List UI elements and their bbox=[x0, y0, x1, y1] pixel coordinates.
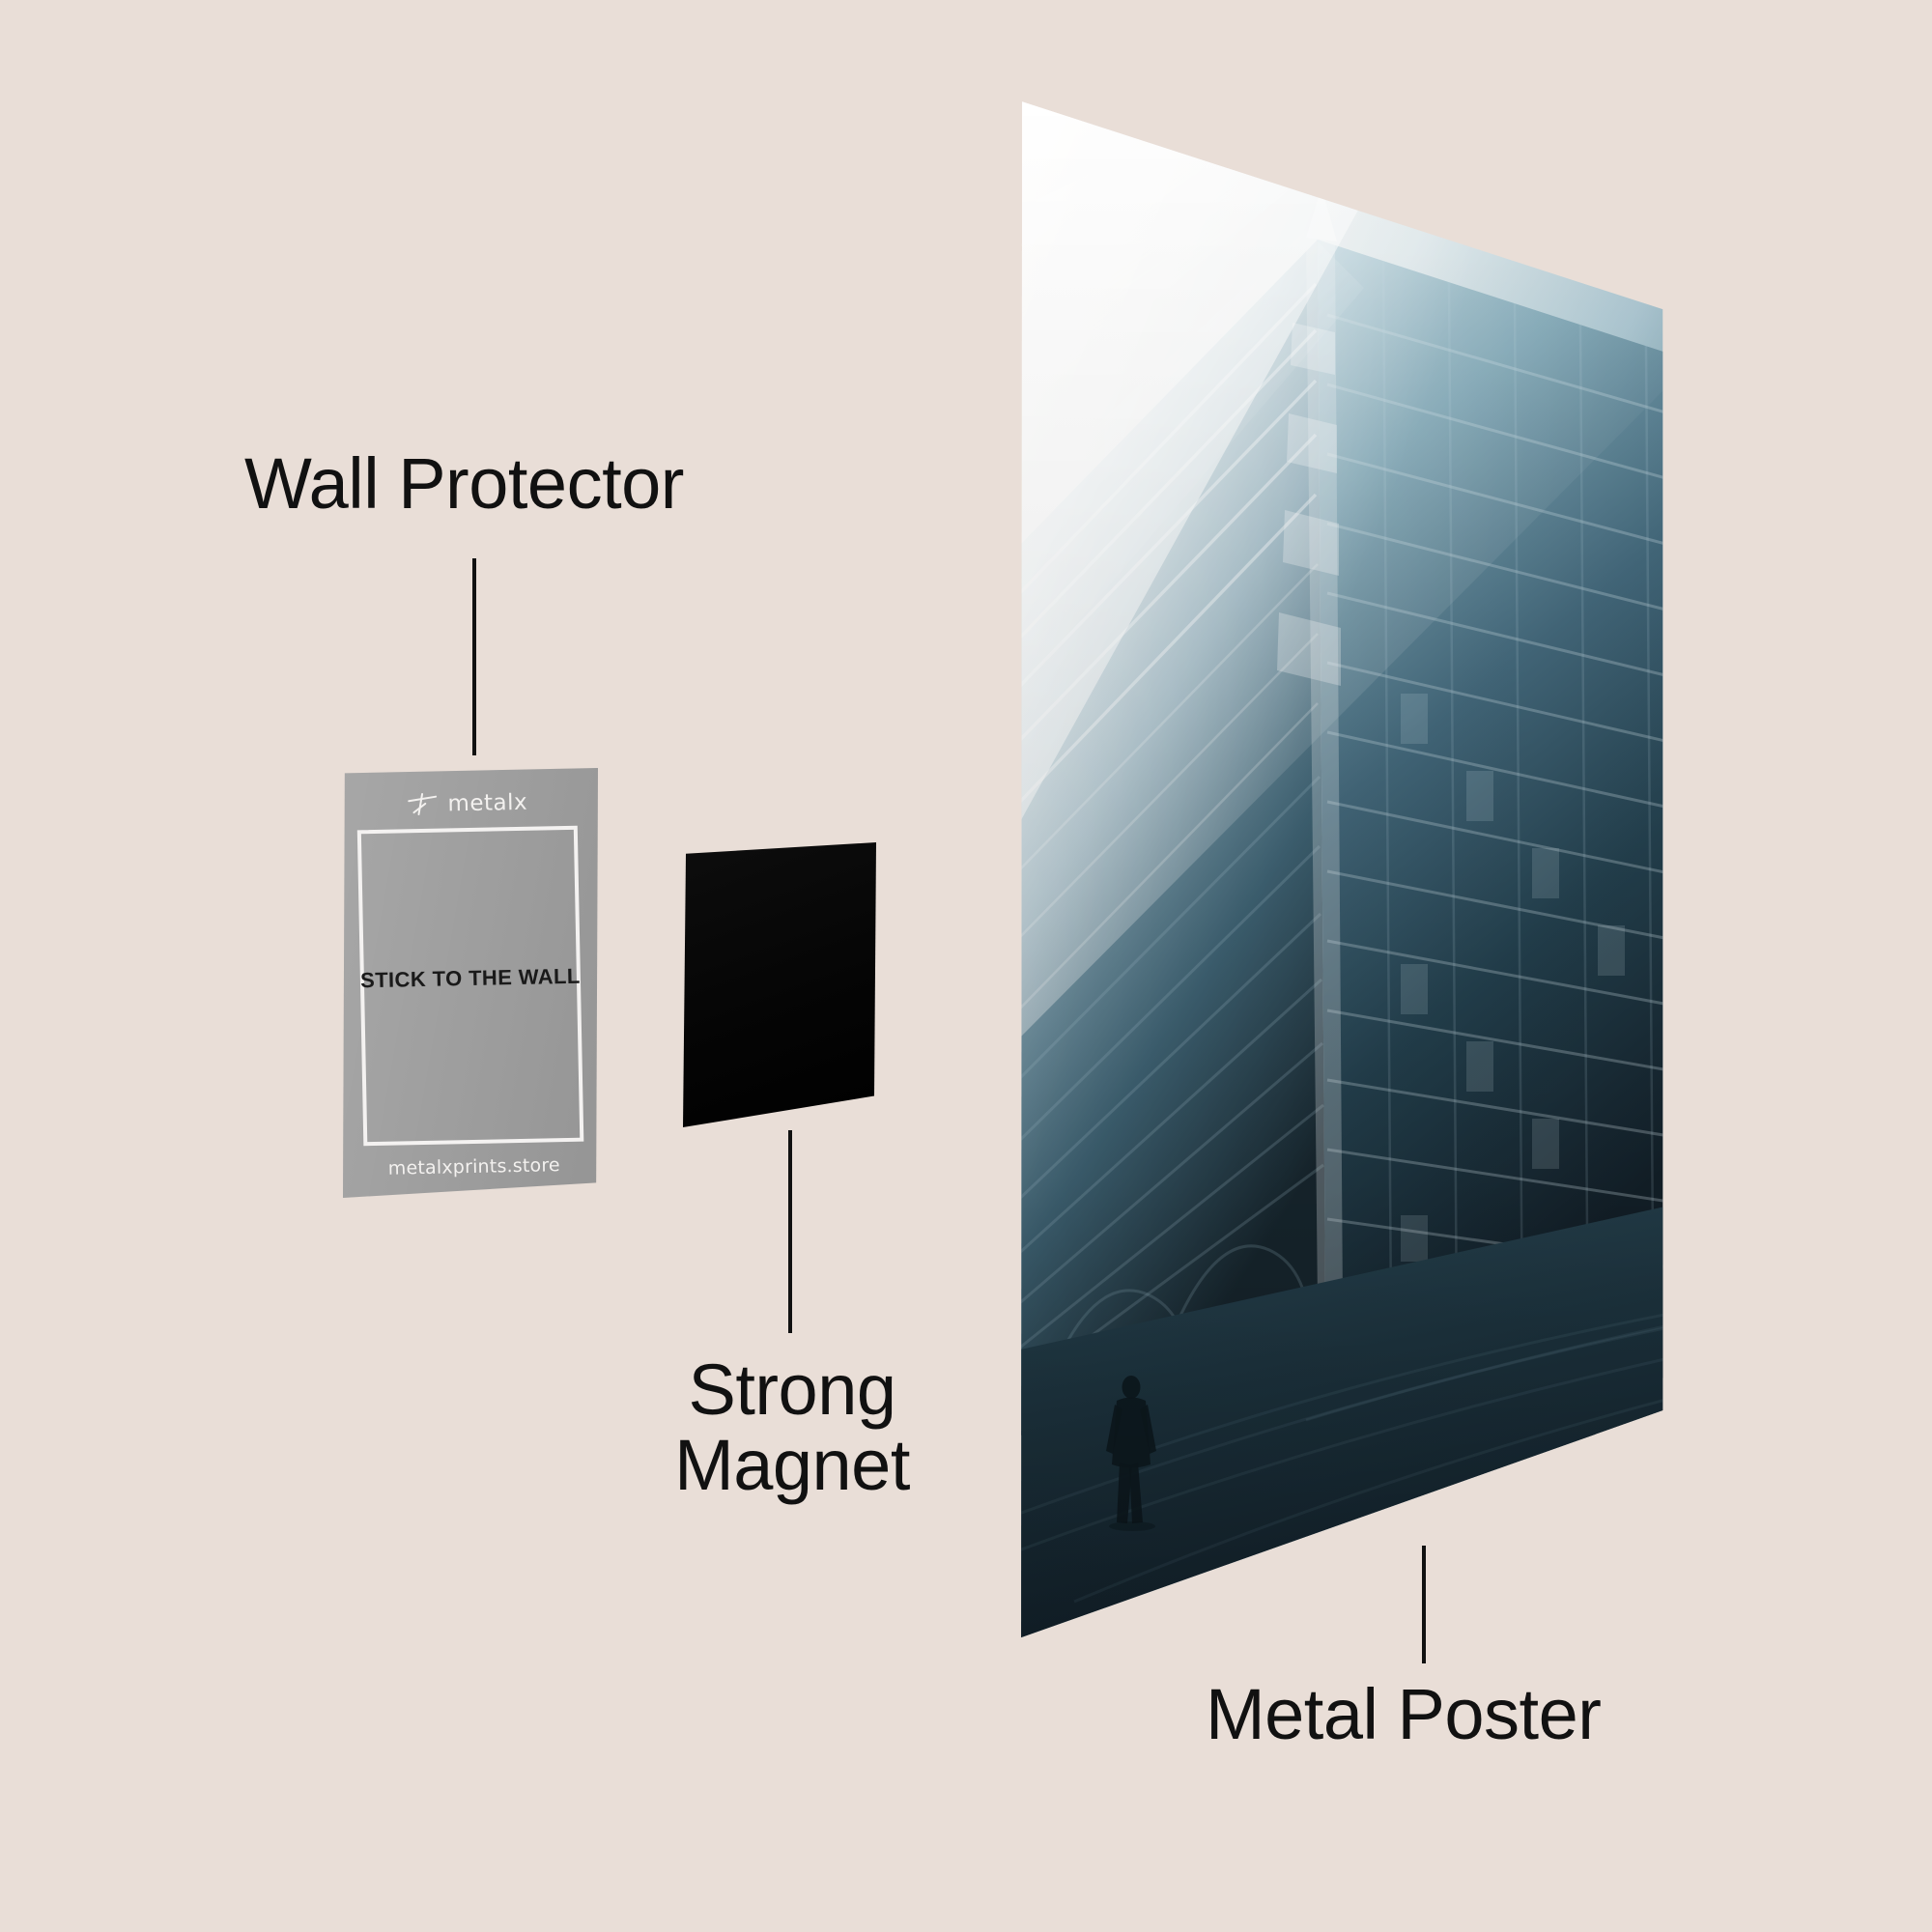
leader-line-metal-poster bbox=[1422, 1546, 1426, 1663]
wall-protector-surface bbox=[343, 768, 598, 1198]
brand-lockup: metalx bbox=[339, 788, 594, 818]
metalx-cross-icon bbox=[408, 792, 438, 816]
callout-label-wall-protector: Wall Protector bbox=[244, 443, 684, 524]
magnet-surface bbox=[683, 842, 876, 1127]
leader-line-strong-magnet bbox=[788, 1130, 792, 1333]
brutalist-tower-artwork bbox=[1021, 101, 1663, 1638]
brand-website: metalxprints.store bbox=[387, 1154, 561, 1179]
leader-line-wall-protector bbox=[472, 558, 476, 755]
wall-protector-card: metalx STICK TO THE WALL metalxprints.st… bbox=[343, 768, 598, 1198]
callout-label-metal-poster: Metal Poster bbox=[1206, 1674, 1602, 1754]
callout-label-strong-magnet: Strong Magnet bbox=[674, 1350, 910, 1506]
strong-magnet-square bbox=[683, 842, 876, 1127]
wall-protector-sheen bbox=[343, 768, 598, 1198]
wall-protector-content: metalx STICK TO THE WALL metalxprints.st… bbox=[339, 765, 603, 1200]
metal-poster-panel bbox=[1016, 95, 1669, 1650]
wall-protector-instruction: STICK TO THE WALL bbox=[359, 963, 581, 993]
metal-poster-artwork-clip bbox=[1021, 101, 1663, 1638]
brand-name: metalx bbox=[447, 789, 528, 817]
